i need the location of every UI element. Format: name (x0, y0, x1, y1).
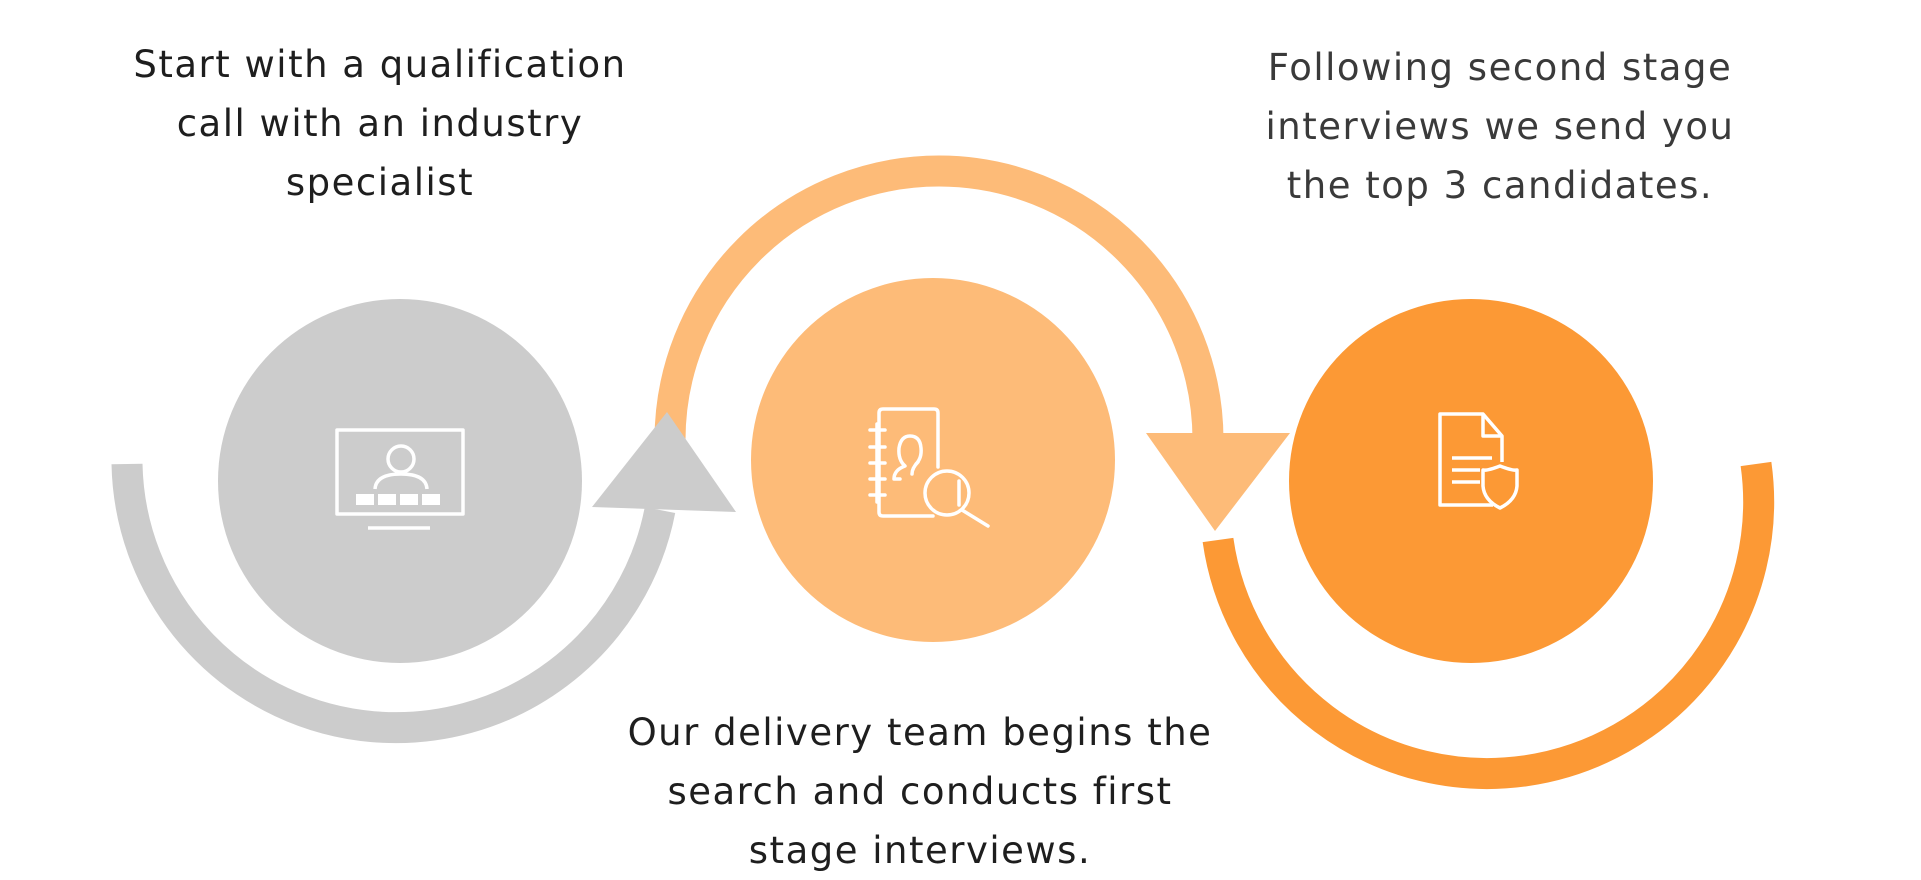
step2-description: Our delivery team begins the search and … (627, 711, 1213, 872)
step2-circle (751, 278, 1115, 642)
step1-description: Start with a qualification call with an … (133, 43, 627, 204)
step1-arc (111, 463, 676, 744)
video-call-monitor-icon (335, 428, 465, 530)
step2-arrowhead-down (1146, 433, 1290, 531)
contact-book-search-icon (868, 407, 990, 528)
step3-description: Following second stage interviews we sen… (1265, 46, 1735, 207)
step1-arrowhead-up (592, 412, 736, 512)
step2-arc (654, 155, 1224, 452)
document-shield-icon (1438, 412, 1519, 510)
step1-circle (218, 299, 582, 663)
step3-arc (1202, 461, 1775, 790)
